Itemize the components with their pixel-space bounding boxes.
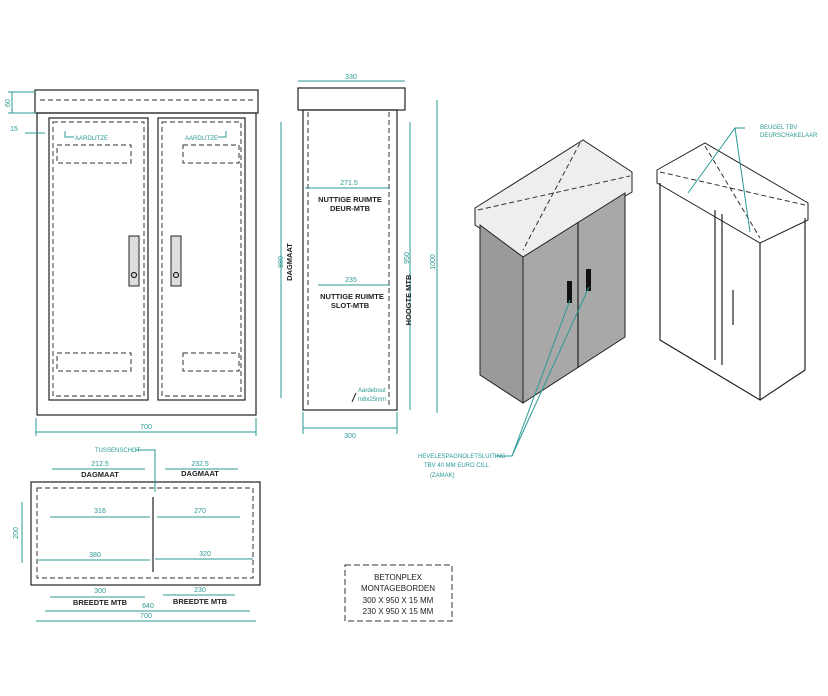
spec-line: BETONPLEX (374, 573, 423, 582)
partition-label: TUSSENSCHOT (95, 448, 141, 454)
door-space-title: NUTTIGE RUIMTE (318, 195, 382, 204)
dim-left-dagmaat: 212.5 (91, 461, 109, 468)
dim-1000: 1000 (430, 254, 437, 270)
dim-950: 950 (404, 252, 411, 264)
dagmaat-label: DAGMAAT (285, 243, 294, 281)
cabinet-body (36, 112, 257, 416)
lock-label-3: (ZAMAK) (430, 473, 455, 479)
spec-box: BETONPLEX MONTAGEBORDEN 300 X 950 X 15 M… (344, 564, 453, 622)
dagmaat-right: DAGMAAT (181, 469, 219, 478)
lock-label-2: TBV 40 MM EURO CILL (424, 463, 490, 469)
bolt-label: Aardebout (358, 388, 386, 394)
right-door (157, 117, 246, 401)
spec-line: 300 X 950 X 15 MM (363, 596, 434, 605)
bracket-label-1: BEUGEL TBV (760, 125, 797, 131)
dim-roof: 60 (5, 99, 12, 107)
lock-label-1: HEVELESPAGNOLETSLUITING (418, 454, 506, 460)
breedte-right: BREEDTE MTB (173, 597, 228, 606)
side-view: 330 300 DAGMAAT 271.5 NUTTIGE RUIMTE DEU… (280, 74, 438, 440)
dim-380: 380 (89, 552, 101, 559)
breedte-left: BREEDTE MTB (73, 598, 128, 607)
roof (34, 89, 259, 114)
dim-200: 200 (13, 527, 20, 539)
iso-view-open (656, 142, 809, 402)
dim-lock-space: 235 (345, 277, 357, 284)
dim-230: 230 (194, 587, 206, 594)
hoogte-mtb-label: HOOGTE MTB (404, 274, 413, 325)
earth-label-left: AARDLITZE (75, 136, 108, 142)
side-roof (297, 87, 406, 111)
dim-320: 320 (199, 551, 211, 558)
dagmaat-left: DAGMAAT (81, 470, 119, 479)
top-outline (30, 481, 261, 586)
dim-width: 700 (140, 424, 152, 431)
dim-top: 330 (345, 74, 357, 81)
bracket-label-2: DEURSCHAKELAAR (760, 133, 818, 139)
dim-300: 300 (94, 588, 106, 595)
dim-270: 270 (194, 508, 206, 515)
dim-640: 640 (142, 603, 154, 610)
lock-space-sub: SLOT-MTB (331, 301, 370, 310)
dim-700: 700 (140, 613, 152, 620)
right-handle (170, 235, 182, 287)
iso-view-closed (474, 139, 633, 404)
spec-line: 230 X 950 X 15 MM (363, 607, 434, 616)
dim-door-space: 271.5 (340, 180, 358, 187)
dim-316: 316 (94, 508, 106, 515)
side-body (302, 109, 398, 411)
door-space-sub: DEUR-MTB (330, 204, 371, 213)
bolt-size: m8x25mm (358, 397, 386, 403)
lock-space-title: NUTTIGE RUIMTE (320, 292, 384, 301)
left-door (48, 117, 149, 401)
earth-label-right: AARDLITZE (185, 136, 218, 142)
spec-line: MONTAGEBORDEN (361, 584, 435, 593)
left-handle (128, 235, 140, 287)
front-view: 60 15 AARDLITZE AARDLITZE 700 880 (5, 89, 285, 436)
dim-offset: 15 (10, 126, 18, 133)
top-view: TUSSENSCHOT 212.5 DAGMAAT 232.5 DAGMAAT … (13, 448, 261, 622)
dim-right-dagmaat: 232.5 (191, 461, 209, 468)
dim-bottom: 300 (344, 433, 356, 440)
